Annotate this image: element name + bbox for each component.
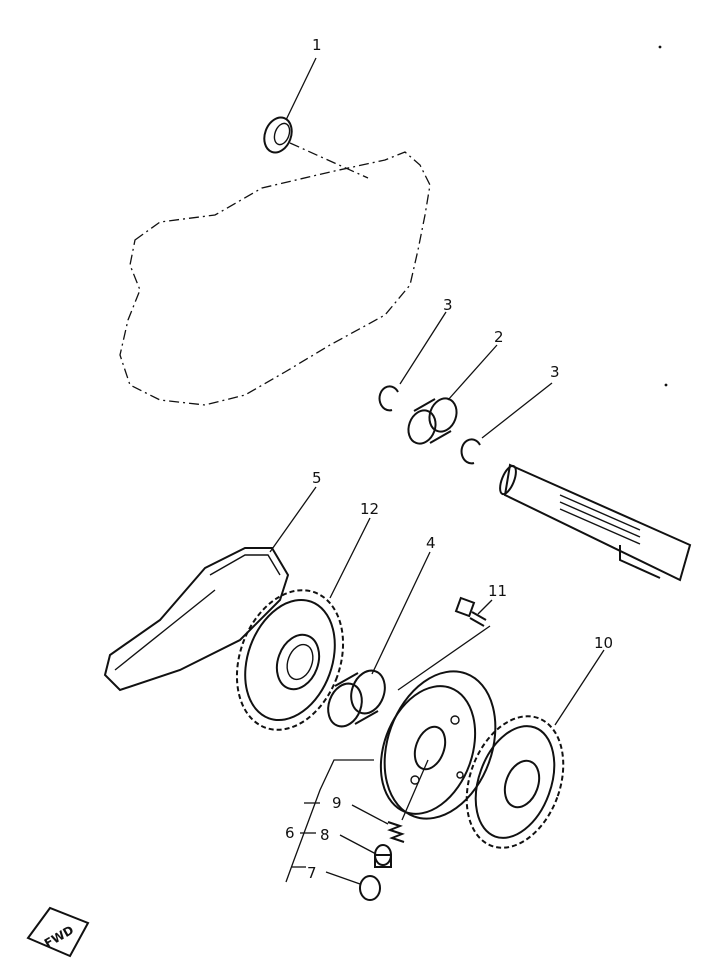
fwd-label: FWD — [42, 923, 76, 951]
leader-line-3a — [399, 311, 447, 385]
leader-line-8 — [339, 834, 377, 855]
plunger-part — [374, 844, 392, 868]
leader-line-12 — [329, 517, 371, 599]
spring-to-clutch-line — [401, 759, 429, 821]
leader-line-3b — [481, 382, 553, 439]
splined-shaft-part — [499, 463, 692, 582]
leader-line-2 — [447, 344, 498, 401]
bolt-to-clutch-line — [397, 625, 491, 691]
callout-11: 11 — [488, 582, 507, 600]
leader-line-1 — [285, 57, 317, 121]
scan-dot — [658, 45, 662, 49]
starter-chain-part — [103, 547, 290, 692]
callout-8: 8 — [320, 826, 330, 844]
bearing-part — [327, 669, 386, 728]
callout-4: 4 — [426, 534, 436, 552]
cover-seal-centerline — [289, 142, 369, 179]
fwd-arrow-icon — [26, 906, 90, 958]
leader-line-11 — [477, 599, 493, 615]
fwd-arrow-badge: FWD — [26, 906, 90, 958]
leader-line-9 — [351, 804, 389, 825]
circlip-part-left — [378, 385, 399, 412]
roller-part — [359, 875, 381, 901]
callout-3a: 3 — [443, 296, 453, 314]
spring-part — [387, 821, 405, 843]
callout-2: 2 — [494, 328, 504, 346]
leader-line-4 — [371, 551, 431, 675]
callout-5: 5 — [312, 469, 322, 487]
leader-line-10 — [554, 649, 605, 726]
oil-seal-part — [263, 116, 293, 154]
group-bracket-6 — [285, 759, 374, 883]
idle-gear-part — [465, 715, 565, 849]
callout-3b: 3 — [550, 363, 560, 381]
leader-line-7 — [325, 871, 361, 885]
callout-6: 6 — [285, 824, 295, 842]
callout-12: 12 — [360, 500, 379, 518]
scan-dot — [664, 383, 668, 387]
callout-9: 9 — [332, 794, 342, 812]
leader-line-5 — [269, 486, 317, 553]
starter-clutch-part — [379, 670, 497, 820]
bolt-part — [454, 596, 487, 627]
starter-wheel-gear-part — [235, 589, 345, 731]
collar-part — [407, 397, 458, 445]
callout-10: 10 — [594, 634, 613, 652]
circlip-part-right — [460, 438, 481, 465]
crankcase-cover-outline — [119, 151, 431, 406]
callout-1: 1 — [312, 36, 322, 54]
callout-7: 7 — [307, 864, 317, 882]
